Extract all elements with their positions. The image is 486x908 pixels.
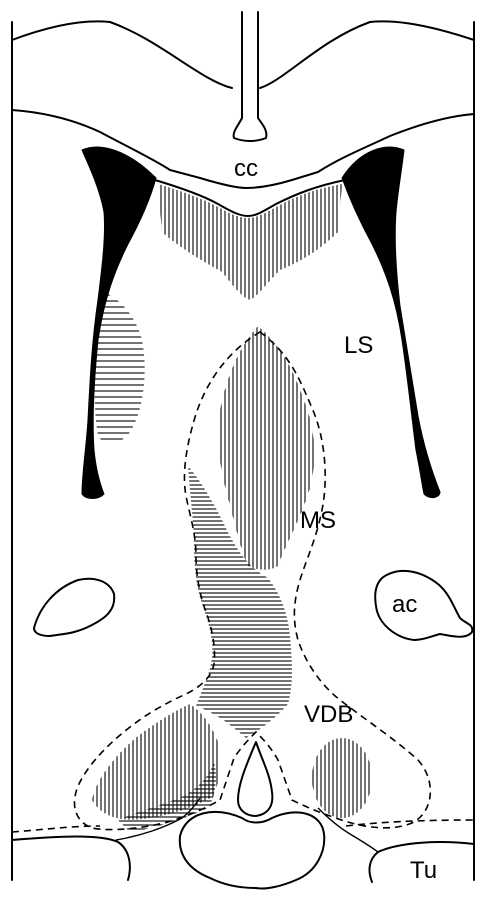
label-cc: cc [234, 155, 258, 182]
vdb-right-vhatch [312, 738, 372, 818]
label-tu: Tu [410, 857, 437, 884]
optic-chiasm [180, 812, 324, 889]
label-vdb: VDB [304, 701, 353, 728]
third-ventricle [238, 742, 272, 816]
midline-fissure [234, 12, 267, 141]
right-anterior-commissure [375, 571, 472, 640]
label-ac: ac [392, 591, 417, 618]
label-ls: LS [344, 332, 373, 359]
right-lateral-ventricle [342, 147, 440, 498]
left-lateral-hatch [95, 292, 145, 443]
callosal-hatch-region [158, 184, 342, 300]
label-ms: MS [300, 507, 336, 534]
left-anterior-commissure [34, 579, 114, 636]
